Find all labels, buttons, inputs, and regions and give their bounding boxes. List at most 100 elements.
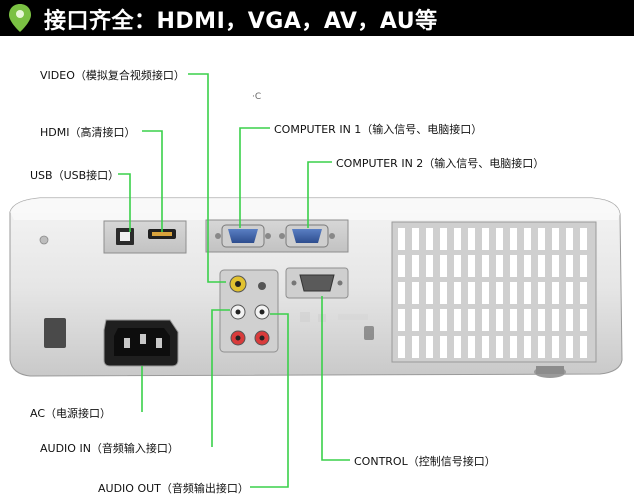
vent-slat (426, 336, 433, 358)
vent-slat (566, 282, 573, 304)
vent-slat (412, 282, 419, 304)
audio-out-label: AUDIO OUT（音频输出接口） (98, 482, 249, 495)
vent-slat (552, 255, 559, 277)
vent-slat (454, 228, 461, 250)
vent-slat (454, 282, 461, 304)
vent-slat (566, 336, 573, 358)
ac-socket (44, 318, 179, 367)
vent-slat (524, 309, 531, 331)
vent-slat (468, 282, 475, 304)
video-label: VIDEO（模拟复合视频接口） (40, 69, 185, 82)
vent-slat (398, 255, 405, 277)
computer-in-2-leader (307, 161, 332, 228)
stray-mark: ·C (252, 92, 262, 102)
control-port (285, 267, 349, 299)
vent-slat (440, 309, 447, 331)
vent-slat (566, 228, 573, 250)
vent-slat (496, 228, 503, 250)
vent-slat (412, 228, 419, 250)
vent-slat (482, 309, 489, 331)
vent-slat (412, 336, 419, 358)
vent-slat (398, 282, 405, 304)
vent-slat (580, 228, 587, 250)
vga-panel (205, 219, 349, 253)
vent-slat (468, 228, 475, 250)
vent-slat (426, 228, 433, 250)
vent-slat (440, 255, 447, 277)
vent-slat (510, 336, 517, 358)
vent-slat (482, 228, 489, 250)
usb-hdmi-panel (103, 220, 187, 254)
vent-slat (496, 309, 503, 331)
ac-label: AC（电源接口） (30, 407, 112, 420)
control-leader (321, 296, 350, 461)
vent-slat (552, 336, 559, 358)
vent-slat (510, 228, 517, 250)
leader-lines (118, 73, 350, 488)
vent-slat (454, 255, 461, 277)
vent-slat (580, 255, 587, 277)
usb-label: USB（USB接口） (30, 169, 120, 182)
vent-slat (552, 228, 559, 250)
vent-slat (524, 282, 531, 304)
vent-slat (538, 309, 545, 331)
vent-slat (454, 336, 461, 358)
vent-slat (468, 336, 475, 358)
vent-slat (398, 228, 405, 250)
banner-title: 接口齐全：HDMI，VGA，AV，AU等 (44, 9, 438, 34)
audio-in-label: AUDIO IN（音频输入接口） (40, 442, 179, 455)
control-label: CONTROL（控制信号接口） (354, 455, 496, 468)
av-cluster (219, 269, 279, 353)
audio-out-leader (250, 313, 289, 488)
vent-slat (580, 336, 587, 358)
vent-slat (398, 309, 405, 331)
vent-slat (538, 336, 545, 358)
vent-slat (496, 336, 503, 358)
vent-slat (566, 309, 573, 331)
vent-slat (510, 282, 517, 304)
vent-slat (426, 255, 433, 277)
vent-slat (496, 282, 503, 304)
computer-in-1-label: COMPUTER IN 1（输入信号、电脑接口） (274, 123, 483, 136)
vent-slat (482, 255, 489, 277)
vent-slat (426, 282, 433, 304)
title-banner: 接口齐全：HDMI，VGA，AV，AU等 (0, 0, 634, 36)
map-pin-icon (9, 4, 31, 32)
computer-in-2-label: COMPUTER IN 2（输入信号、电脑接口） (336, 157, 545, 170)
vent-slat (496, 255, 503, 277)
vent-slat (440, 336, 447, 358)
vent-slat (398, 336, 405, 358)
vent-slat (482, 336, 489, 358)
vent-slat (412, 255, 419, 277)
hdmi-leader (142, 130, 163, 232)
vent-slat (580, 282, 587, 304)
vent-grille (391, 221, 597, 363)
vent-slat (524, 228, 531, 250)
vent-frame (391, 221, 597, 363)
hdmi-label: HDMI（高清接口） (40, 126, 136, 139)
vent-slat (510, 255, 517, 277)
vent-slat (412, 309, 419, 331)
video-leader (188, 73, 226, 283)
vent-slat (538, 255, 545, 277)
vent-slat (538, 228, 545, 250)
vent-slat (468, 255, 475, 277)
vent-slat (440, 282, 447, 304)
audio-in-leader (211, 309, 230, 447)
vent-slat (580, 309, 587, 331)
vent-slat (482, 282, 489, 304)
vent-slat (440, 228, 447, 250)
vent-slat (552, 309, 559, 331)
usb-leader (118, 173, 131, 232)
vent-slat (510, 309, 517, 331)
vent-slat (524, 336, 531, 358)
vent-slat (468, 309, 475, 331)
vent-slat (566, 255, 573, 277)
vent-slat (454, 309, 461, 331)
vent-slat (552, 282, 559, 304)
vent-slat (524, 255, 531, 277)
computer-in-1-leader (239, 127, 270, 228)
vent-slat (538, 282, 545, 304)
